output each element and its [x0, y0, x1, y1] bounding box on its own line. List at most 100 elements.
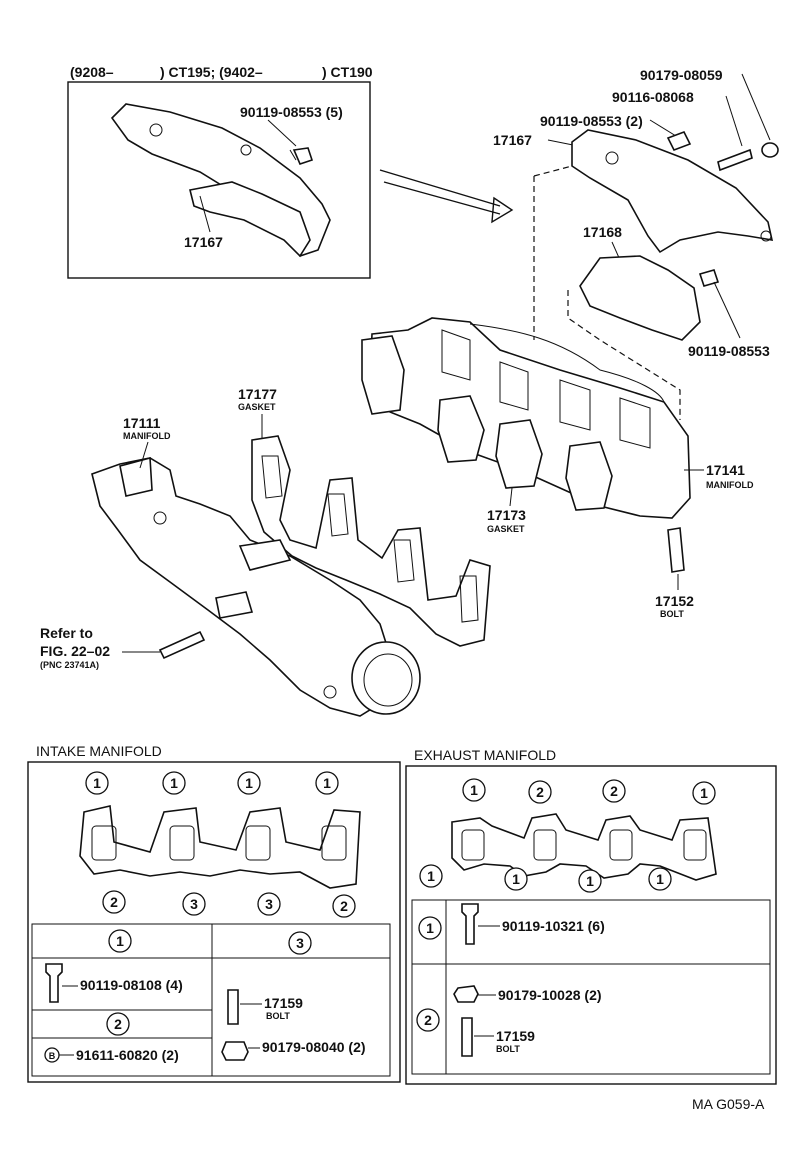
exhaust-ports: [441, 329, 651, 449]
inset-prefix-label: (9208–: [70, 64, 114, 80]
intake-gasket-no: 17177: [238, 386, 277, 402]
circle-num: 1: [700, 785, 708, 801]
refer-line3: (PNC 23741A): [40, 660, 99, 670]
intake-manifold-name: MANIFOLD: [123, 431, 171, 441]
circle-num: 2: [110, 894, 118, 910]
heat-insulator-upper: [571, 129, 774, 254]
exhaust-gasket-diagram: [451, 813, 717, 881]
col3-nut: 90179-08040 (2): [262, 1039, 366, 1055]
circle-num: 1: [512, 871, 520, 887]
bolt-side-icon: [698, 269, 720, 287]
inset-bolt-icon: [292, 147, 314, 165]
flange-nut-icon: [453, 985, 479, 1003]
inset-hole: [240, 144, 252, 156]
intake-gasket-diagram: [79, 805, 361, 889]
intake-bolt-chart: INTAKE MANIFOLD 1 1 1 1 2 3 3 2 1 3 2 90…: [27, 743, 401, 1083]
row1-header: 1: [426, 920, 434, 936]
flange-bolt-icon: [461, 903, 479, 945]
exhaust-top-circles: 1 2 2 1: [462, 778, 716, 805]
intake-fitting: [215, 591, 254, 619]
exhaust-bolt-chart: EXHAUST MANIFOLD 1 2 2 1 1 1 1 1 1 2 901…: [405, 747, 777, 1085]
inset-bolt-label: 90119-08553 (5): [240, 104, 343, 120]
inset-frame: [67, 81, 371, 279]
intake-table: [31, 923, 391, 1077]
row2-bolt-no: 17159: [496, 1028, 535, 1044]
circle-num: 3: [265, 896, 273, 912]
inset-box: (9208– ) CT195; (9402– ) CT190 90119-085…: [67, 64, 373, 279]
inset-model2-label: ) CT190: [322, 64, 373, 80]
inset-hole: [149, 123, 163, 137]
circle-num: 2: [340, 898, 348, 914]
circle-num: 1: [245, 775, 253, 791]
intake-frame: [27, 761, 401, 1083]
inset-part-label: 17167: [184, 234, 223, 250]
col1-header: 1: [116, 933, 124, 949]
stud-bolt-icon: [227, 989, 239, 1025]
nut-icon: [221, 1041, 249, 1061]
insulator-lower-label: 17168: [583, 224, 622, 240]
col2-symbol: B: [49, 1051, 56, 1061]
exhaust-gasket-ports: [437, 395, 613, 511]
circle-num: 2: [536, 784, 544, 800]
inset-model1-label: ) CT195; (9402–: [160, 64, 263, 80]
exhaust-bottom-circles: 1 1 1: [504, 867, 672, 893]
circle-num: 3: [190, 896, 198, 912]
exhaust-table: [411, 899, 771, 1075]
exhaust-left-circle: 1: [427, 868, 435, 884]
exhaust-assembly: 17141 MANIFOLD 17173 GASKET 17152 BOLT: [361, 317, 754, 619]
stud-bolt-no: 17152: [655, 593, 694, 609]
exhaust-manifold-body: [369, 317, 691, 519]
exhaust-gasket-no: 17173: [487, 507, 526, 523]
reference-arrow: [379, 169, 514, 224]
col1-part: 90119-08108 (4): [80, 977, 183, 993]
stud-bolt-name: BOLT: [660, 609, 684, 619]
exhaust-title: EXHAUST MANIFOLD: [414, 747, 556, 763]
col3-header: 3: [296, 935, 304, 951]
refer-line2: FIG. 22–02: [40, 643, 110, 659]
exhaust-manifold-no: 17141: [706, 462, 745, 478]
intake-gasket-name: GASKET: [238, 402, 276, 412]
intake-sensor: [238, 539, 292, 571]
intake-top-circles: 1 1 1 1: [85, 771, 339, 795]
nut-icon: [761, 142, 779, 158]
bolt-top-icon: [666, 130, 692, 152]
intake-manifold-no: 17111: [123, 415, 161, 431]
refer-line1: Refer to: [40, 625, 93, 641]
intake-gasket-outline: [251, 435, 491, 647]
exhaust-gasket-name: GASKET: [487, 524, 525, 534]
leader-line: [267, 119, 297, 147]
row2-bolt-name: BOLT: [496, 1044, 520, 1054]
circle-num: 1: [323, 775, 331, 791]
circle-num: 1: [656, 871, 664, 887]
bolt-top-label: 90119-08553 (2): [540, 113, 643, 129]
circle-num: 1: [170, 775, 178, 791]
bolt-side-label: 90119-08553: [688, 343, 770, 359]
col2-header: 2: [114, 1016, 122, 1032]
exhaust-gasket-outline: [361, 335, 405, 415]
circle-num: 1: [586, 873, 594, 889]
circle-num: 2: [610, 783, 618, 799]
inset-heat-insulator-lower: [189, 181, 311, 258]
intake-title: INTAKE MANIFOLD: [36, 743, 162, 759]
intake-gasket: 17177 GASKET: [238, 386, 491, 647]
exhaust-frame: [405, 765, 777, 1085]
circle-num: 1: [93, 775, 101, 791]
intake-gasket-ports: [261, 455, 479, 623]
stud-bolt-icon: [461, 1017, 473, 1057]
nut-label: 90179-08059: [640, 67, 723, 83]
col3-bolt-no: 17159: [264, 995, 303, 1011]
row1-part: 90119-10321 (6): [502, 918, 605, 934]
row2-nut: 90179-10028 (2): [498, 987, 602, 1003]
diagram-code: MA G059-A: [692, 1096, 765, 1112]
intake-bottom-circles: 2 3 3 2: [102, 890, 356, 918]
col2-part: 91611-60820 (2): [76, 1047, 179, 1063]
intake-manifold: 17111 MANIFOLD Refer to FIG. 22–02 (PNC …: [40, 415, 421, 717]
heat-insulator-assembly: 90179-08059 90116-08068 90119-08553 (2) …: [493, 67, 779, 420]
insulator-upper-label: 17167: [493, 132, 532, 148]
circle-num: 1: [470, 782, 478, 798]
leader-line: [199, 195, 211, 233]
refer-stud-icon: [158, 630, 206, 660]
assembly-guide-lines: [533, 165, 681, 420]
col3-bolt-name: BOLT: [266, 1011, 290, 1021]
